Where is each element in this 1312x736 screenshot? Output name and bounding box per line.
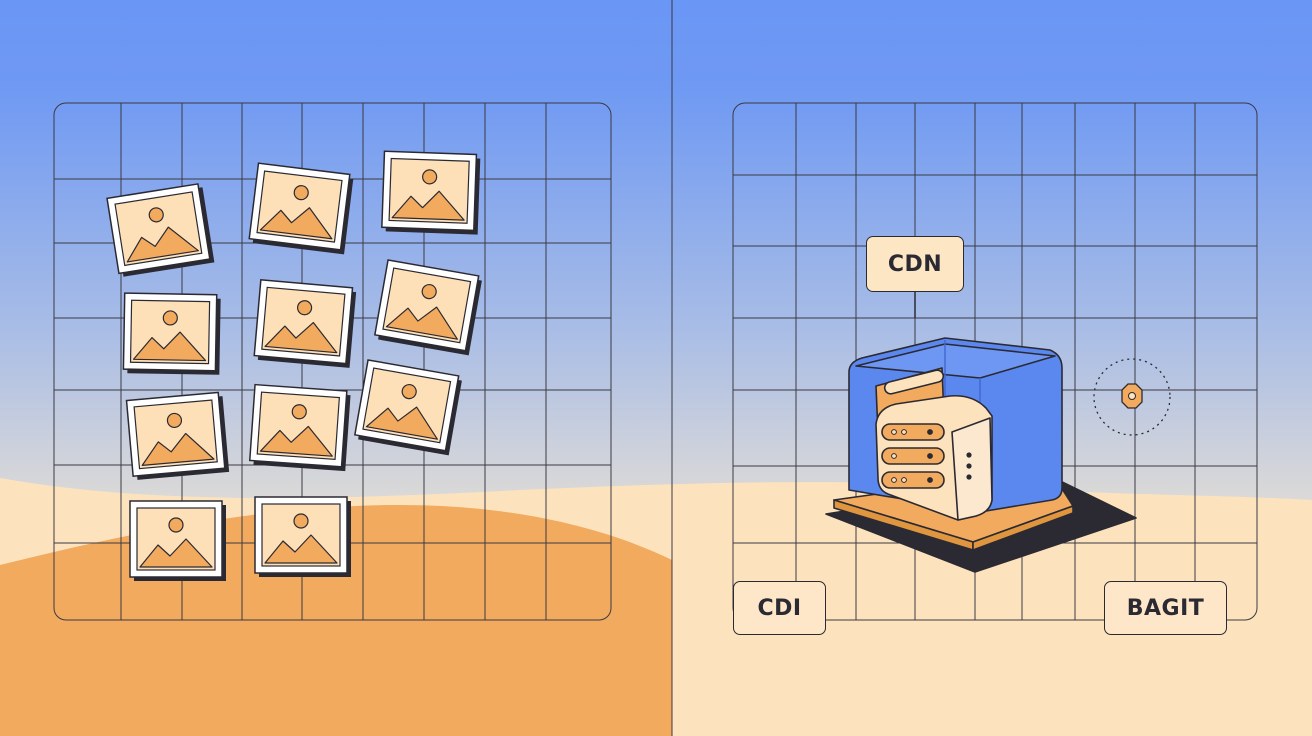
image-placeholder-icon (373, 259, 484, 357)
image-placeholder-icon (353, 359, 464, 457)
image-placeholder-icon (380, 150, 482, 236)
cdn-label: CDN (866, 236, 964, 292)
image-placeholder-icon (122, 292, 222, 376)
image-placeholder-icon (106, 182, 216, 279)
gear-icon (1093, 358, 1171, 436)
image-placeholder-icon (253, 279, 358, 369)
image-placeholder-icon (248, 383, 352, 472)
image-placeholder-icon (125, 391, 230, 481)
image-placeholder-icon (247, 162, 355, 256)
bagit-label: BAGIT (1104, 581, 1227, 635)
image-placeholder-icon (129, 500, 227, 582)
server-rack-icon (825, 337, 1137, 573)
cdi-label: CDI (733, 581, 826, 635)
image-placeholder-icon (254, 496, 352, 578)
